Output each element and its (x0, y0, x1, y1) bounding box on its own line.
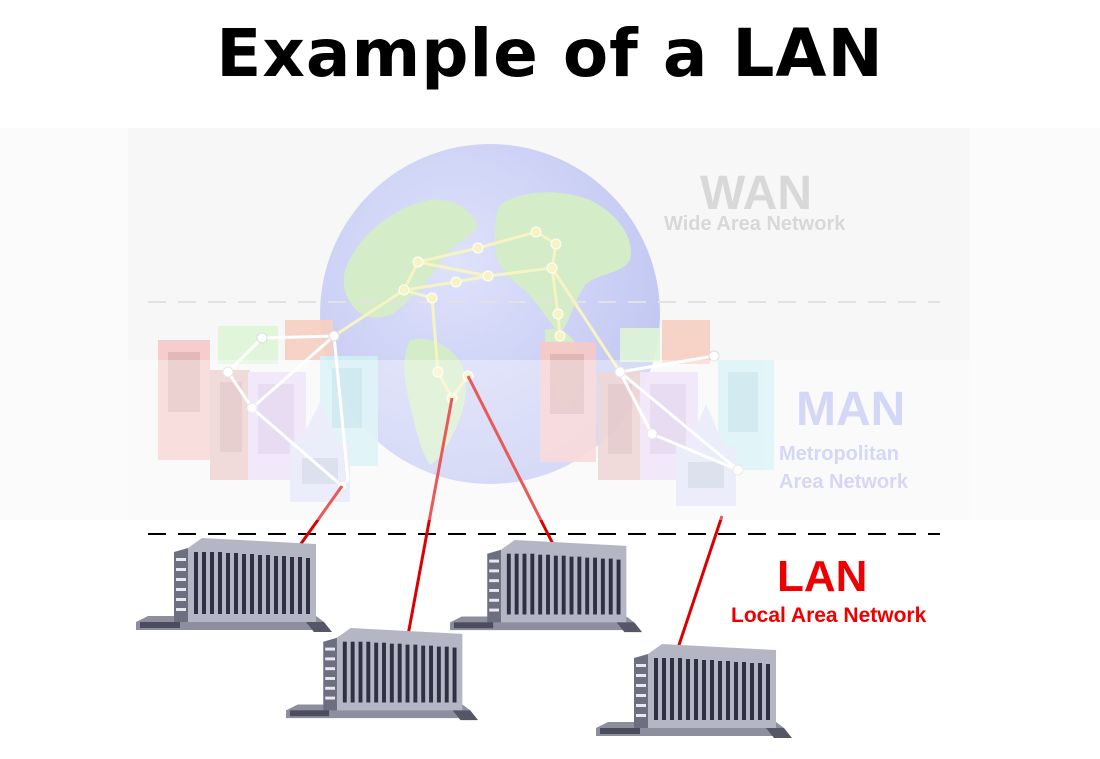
wan-label: WAN (700, 167, 812, 220)
office-building-icon (450, 540, 643, 633)
lan-subtitle: Local Area Network (731, 604, 927, 627)
lan-links (286, 375, 724, 655)
wan-subtitle: Wide Area Network (664, 213, 846, 235)
man-subtitle-line1: Metropolitan (779, 443, 899, 465)
slide-title: Example of a LAN (216, 15, 884, 92)
man-subtitle-line2: Area Network (779, 471, 908, 493)
office-building-icon (136, 538, 332, 632)
office-building-icon (596, 644, 792, 738)
man-label: MAN (796, 383, 906, 436)
office-building-icon (286, 628, 479, 721)
city-cluster-icon (540, 320, 774, 506)
city-cluster-icon (158, 320, 378, 502)
lan-label: LAN (777, 552, 868, 601)
